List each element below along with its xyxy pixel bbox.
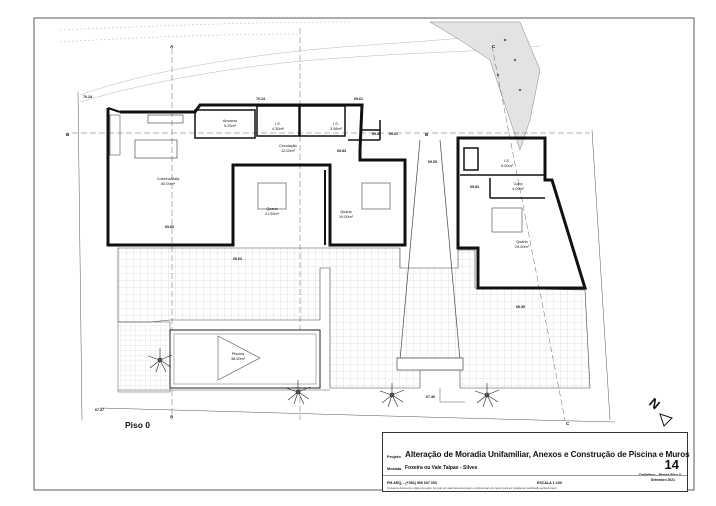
site-boundaries xyxy=(77,91,616,423)
level-label: 67.27 xyxy=(95,408,104,412)
level-label: 70.24 xyxy=(256,97,265,101)
section-mark-b: B xyxy=(66,132,70,137)
copyright-note: O presente documento é objeto de registo… xyxy=(387,487,558,490)
annex-partitions xyxy=(460,147,545,199)
architect-contact: PM ARQ. - (+351) 969 637 003 xyxy=(387,481,437,485)
level-label: 69.61 xyxy=(354,97,363,101)
room-area: 4.30m² xyxy=(272,127,285,131)
section-mark-c: C xyxy=(492,44,496,49)
room-area: 19.00m² xyxy=(339,215,354,219)
title-block: Projeto Alteração de Moradia Unifamiliar… xyxy=(382,432,690,492)
room-name: I.S. xyxy=(275,122,281,126)
room-name: Cozinha/Sala xyxy=(157,177,180,181)
level-label: 69.83 xyxy=(470,185,479,189)
room-area: 12.00m² xyxy=(281,149,296,153)
drawing-scale: ESCALA 1:100 xyxy=(537,481,562,485)
level-label: 69.83 xyxy=(165,225,174,229)
title-block-divider xyxy=(383,475,687,476)
annex-walls xyxy=(456,136,588,290)
room-area: 3.98m² xyxy=(330,127,343,131)
project-label: Projeto xyxy=(387,454,401,459)
house-walls xyxy=(106,103,407,247)
kitchen-island xyxy=(147,114,184,124)
interior-partitions xyxy=(194,105,381,141)
room-name: I.S. xyxy=(504,159,510,163)
pool-stairs xyxy=(217,335,261,381)
project-location: Foxeira ou Vale Talpas - Silves xyxy=(405,465,478,471)
location-label: Morada xyxy=(387,466,402,471)
room-area: 21.50m² xyxy=(265,212,280,216)
level-label: 69.61 xyxy=(389,132,398,136)
north-arrow-icon: N xyxy=(646,395,673,427)
room-area: 4.00m² xyxy=(512,187,525,191)
level-label: 70.24 xyxy=(83,95,92,99)
room-area: 29.00m² xyxy=(515,245,530,249)
vegetation-zone xyxy=(429,21,541,151)
walkway xyxy=(396,139,464,371)
pool xyxy=(169,329,321,389)
room-area: 38.00m² xyxy=(231,357,246,361)
room-name: Piscina xyxy=(232,352,245,356)
level-label: 69.83 xyxy=(337,149,346,153)
level-label: 69.83 xyxy=(372,132,381,136)
room-name: Quarto xyxy=(516,240,528,244)
level-label: 69.55 xyxy=(516,305,525,309)
drawing-date: Setembro 2021 xyxy=(650,478,675,482)
project-title: Alteração de Moradia Unifamiliar, Anexos… xyxy=(405,450,690,459)
section-mark-a: A xyxy=(170,414,174,419)
room-area: 5.20m² xyxy=(224,124,237,128)
kitchen-counter xyxy=(134,139,178,159)
level-label: 69.55 xyxy=(428,160,437,164)
beds xyxy=(257,182,523,233)
svg-text:N: N xyxy=(646,395,663,413)
section-mark-a: A xyxy=(170,44,174,49)
floor-label: Piso 0 xyxy=(125,420,150,430)
wardrobe xyxy=(109,114,121,156)
room-area: 60.00m² xyxy=(161,182,176,186)
sheet-border xyxy=(33,17,695,491)
room-name: Quarto xyxy=(266,207,278,211)
room-name: Arrumos xyxy=(223,119,237,123)
section-mark-c: C xyxy=(566,421,570,426)
room-name: Circulação xyxy=(279,144,297,148)
room-name: I.S. xyxy=(333,122,339,126)
sheet-number: 14 xyxy=(664,457,679,472)
room-name: Copa xyxy=(513,182,523,186)
level-label: 69.63 xyxy=(233,257,242,261)
room-name: Quarto xyxy=(340,210,352,214)
section-mark-b: B xyxy=(425,132,429,137)
room-area: 6.00m² xyxy=(501,164,514,168)
deck-area xyxy=(117,321,171,393)
palm-tree-icon xyxy=(147,348,500,408)
level-label: 67.36 xyxy=(426,395,435,399)
pool-inner xyxy=(173,333,317,385)
